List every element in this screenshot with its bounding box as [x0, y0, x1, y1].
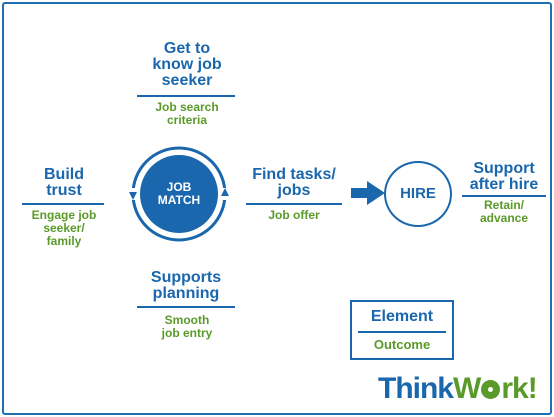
outcome-planning-line2: job entry — [161, 326, 213, 340]
outcome-planning-line1: Smooth — [164, 313, 210, 327]
logo-think: Think — [378, 372, 454, 405]
outcome-trust-line2: seeker/ — [43, 221, 85, 235]
outcome-retain-advance: Retain/ advance — [458, 199, 550, 225]
element-planning-line2: planning — [152, 285, 220, 302]
divider-support — [462, 195, 546, 197]
outcome-trust-line1: Engage job — [31, 208, 97, 222]
outcome-job-search-criteria: Job search criteria — [132, 101, 242, 127]
element-know-line1: Get to — [163, 40, 211, 57]
element-find-line2: jobs — [277, 182, 311, 199]
legend-box — [350, 300, 454, 360]
element-know-job-seeker: Get to know job seeker — [132, 41, 242, 89]
outcome-engage-job-seeker: Engage job seeker/ family — [18, 209, 110, 248]
outcome-support-line1: Retain/ — [483, 198, 524, 212]
outcome-support-line2: advance — [479, 211, 529, 225]
divider-planning — [137, 306, 235, 308]
logo-rk: rk! — [501, 372, 537, 405]
element-build-trust: Build trust — [24, 167, 104, 199]
logo-gear-icon — [481, 380, 501, 399]
element-find-line1: Find tasks/ — [252, 166, 336, 183]
hire-circle — [384, 161, 452, 227]
arrow-right-icon — [351, 181, 385, 205]
divider-know — [137, 95, 235, 97]
outcome-know-line2: criteria — [166, 113, 208, 127]
element-trust-line2: trust — [46, 182, 82, 199]
job-match-line2: MATCH — [157, 193, 201, 207]
legend-element-label: Element — [370, 308, 434, 325]
element-know-line3: seeker — [161, 72, 213, 89]
element-support-line2: after hire — [469, 176, 539, 193]
divider-find — [246, 203, 342, 205]
element-support-after-hire: Support after hire — [458, 161, 550, 193]
logo-w: W — [453, 372, 481, 405]
outcome-job-offer: Job offer — [242, 209, 346, 222]
divider-trust — [22, 203, 104, 205]
element-find-tasks-jobs: Find tasks/ jobs — [242, 167, 346, 199]
job-match-label: JOB MATCH — [149, 181, 209, 207]
outcome-smooth-job-entry: Smooth job entry — [132, 314, 242, 340]
outcome-know-line1: Job search — [155, 100, 219, 114]
element-know-line2: know job — [152, 56, 222, 73]
element-planning-line1: Supports — [150, 269, 222, 286]
legend-outcome-label: Outcome — [373, 337, 431, 352]
outcome-find-line1: Job offer — [268, 208, 320, 222]
job-match-line1: JOB — [166, 180, 192, 194]
hire-label: HIRE — [400, 185, 436, 202]
outcome-trust-line3: family — [46, 234, 82, 248]
legend-divider — [358, 331, 446, 333]
element-supports-planning: Supports planning — [130, 270, 242, 302]
element-support-line1: Support — [473, 160, 535, 177]
element-trust-line1: Build — [44, 166, 84, 183]
job-match-cycle-icon — [129, 146, 229, 242]
